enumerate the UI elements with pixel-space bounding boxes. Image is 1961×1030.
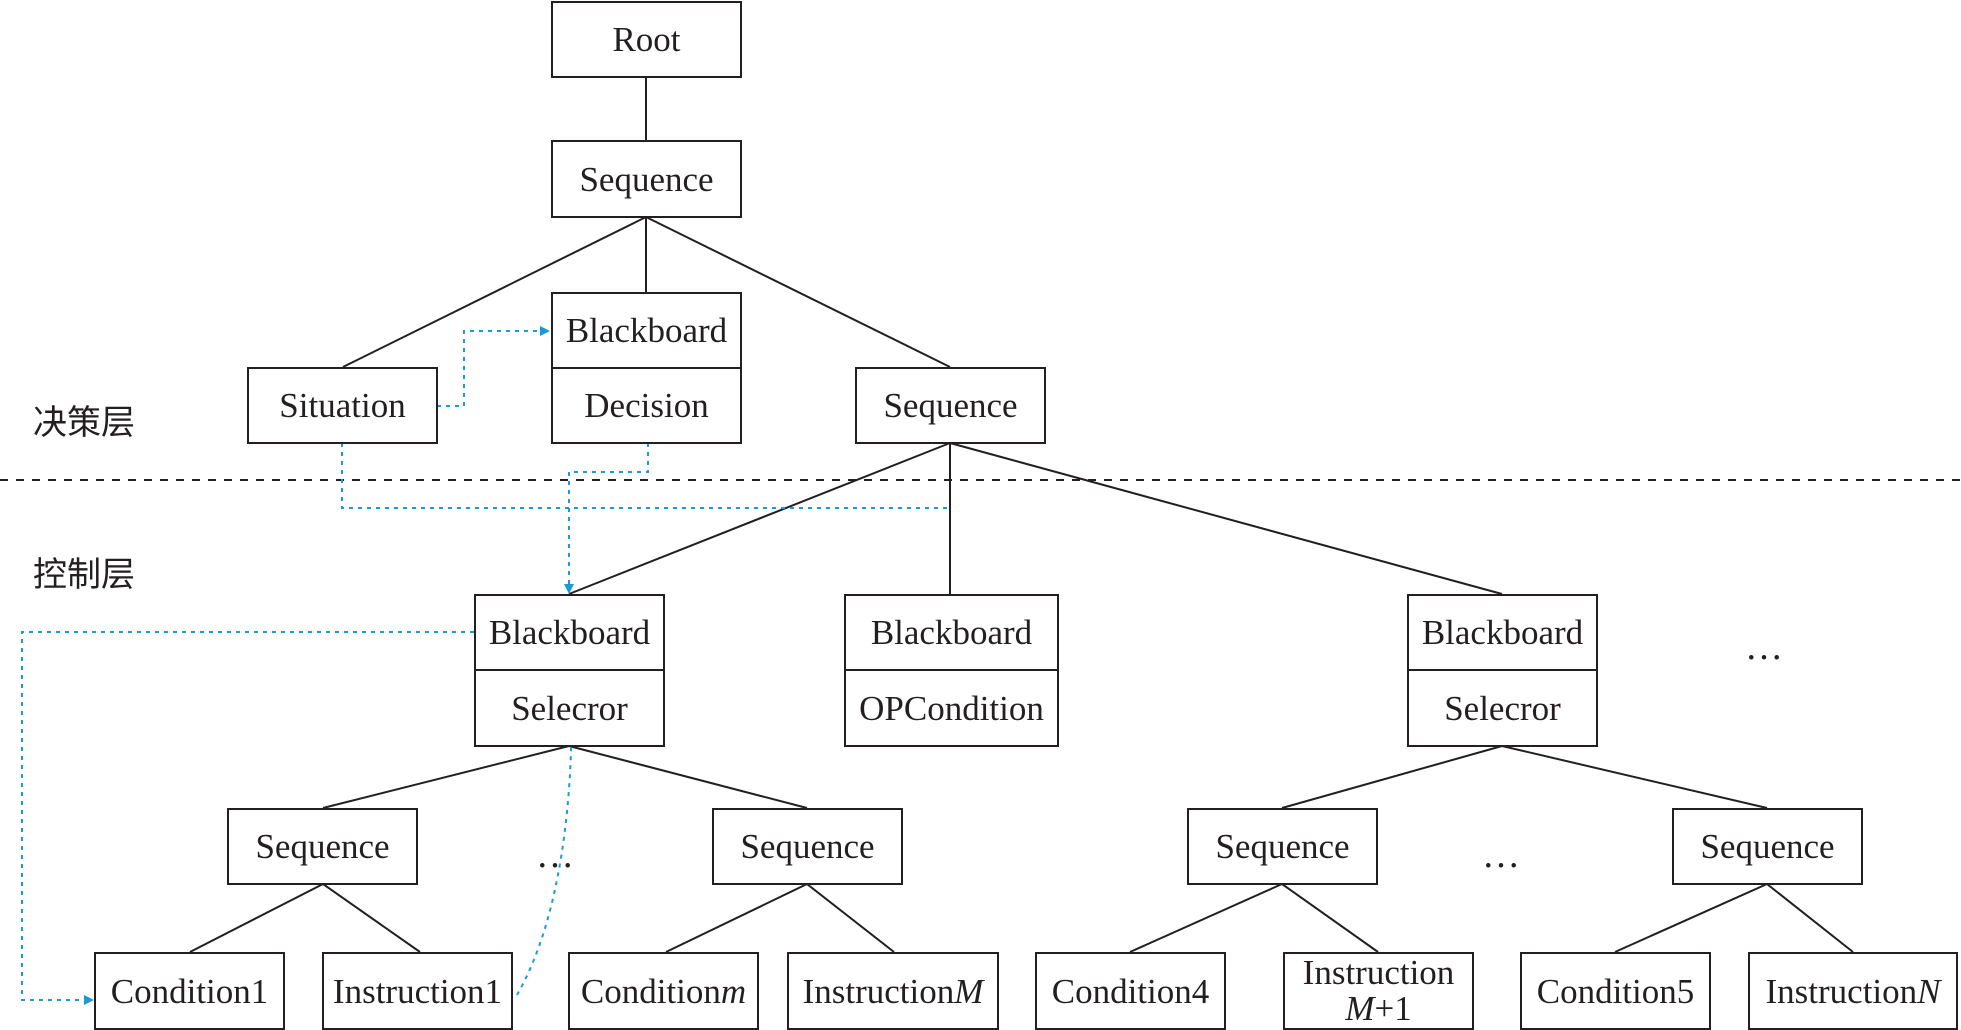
sequence-mid-node: Sequence: [855, 367, 1046, 444]
edge-sequence-sequence-mid: [645, 216, 951, 368]
edge-seqd-condition5: [1614, 883, 1768, 953]
edge-sequence-situation: [342, 216, 647, 368]
selector-3-node: Selecror: [1407, 669, 1598, 747]
edge-seqd-instructionN: [1766, 883, 1854, 953]
condition-m-italic: m: [720, 971, 747, 1011]
edge-seqb-conditionm: [665, 883, 808, 953]
edge-bb1-seqb: [568, 745, 808, 809]
information-flows: [21, 326, 950, 1005]
edge-seqa-condition1: [189, 883, 324, 953]
instruction-M-base: Instruction: [802, 971, 955, 1011]
sequence-b-node: Sequence: [712, 808, 903, 885]
sequence-top-node: Sequence: [551, 140, 742, 218]
instruction-M1-suffix: +1: [1374, 989, 1412, 1028]
opcondition-node: OPCondition: [844, 669, 1059, 747]
flow-decision-to-bb1: [564, 443, 649, 594]
instruction-M1-node: Instruction M+1: [1283, 952, 1474, 1030]
sequence-d-node: Sequence: [1672, 808, 1863, 885]
condition1-node: Condition1: [94, 952, 285, 1030]
edge-bb1-seqa: [322, 745, 570, 809]
root-node: Root: [551, 1, 742, 78]
flow-situation-to-control: [341, 443, 950, 509]
decision-node: Decision: [551, 367, 742, 444]
blackboard-2-header: Blackboard: [844, 594, 1059, 671]
edge-mid-bb1: [568, 442, 951, 595]
condition-m-base: Condition: [580, 971, 721, 1011]
edge-seqb-instructionM: [806, 883, 895, 953]
situation-node: Situation: [247, 367, 438, 444]
blackboard-1-header: Blackboard: [474, 594, 665, 671]
instruction-M1-line1: Instruction: [1302, 953, 1455, 992]
instruction-N-base: Instruction: [1765, 971, 1918, 1011]
instruction-M1-line2: M+1: [1345, 991, 1411, 1027]
flow-bb1-to-condition1: [21, 631, 474, 1005]
instruction-N-italic: N: [1917, 971, 1941, 1011]
edge-seqa-instruction1: [322, 883, 421, 953]
condition4-node: Condition4: [1035, 952, 1226, 1030]
edge-bb3-seqd: [1501, 745, 1768, 809]
flow-situation-to-blackboard: [437, 326, 550, 407]
instruction-M1-italic: M: [1345, 989, 1375, 1028]
edge-bb3-seqc: [1281, 745, 1503, 809]
instruction-M-italic: M: [954, 971, 984, 1011]
condition5-node: Condition5: [1520, 952, 1711, 1030]
edge-seqc-condition4: [1129, 883, 1283, 953]
decision-layer-label: 决策层: [33, 403, 135, 443]
edge-seqc-instructionM1: [1281, 883, 1379, 953]
ellipsis-left: …: [536, 834, 575, 876]
blackboard-decision-header: Blackboard: [551, 292, 742, 369]
control-layer-label: 控制层: [33, 555, 135, 595]
sequence-a-node: Sequence: [227, 808, 418, 885]
sequence-c-node: Sequence: [1187, 808, 1378, 885]
selector-1-node: Selecror: [474, 669, 665, 747]
blackboard-3-header: Blackboard: [1407, 594, 1598, 671]
instruction1-node: Instruction1: [322, 952, 513, 1030]
ellipsis-right: …: [1482, 834, 1521, 876]
tree-edges: [189, 77, 1854, 953]
ellipsis-top-right: …: [1745, 626, 1784, 668]
edge-mid-bb3: [949, 442, 1503, 595]
